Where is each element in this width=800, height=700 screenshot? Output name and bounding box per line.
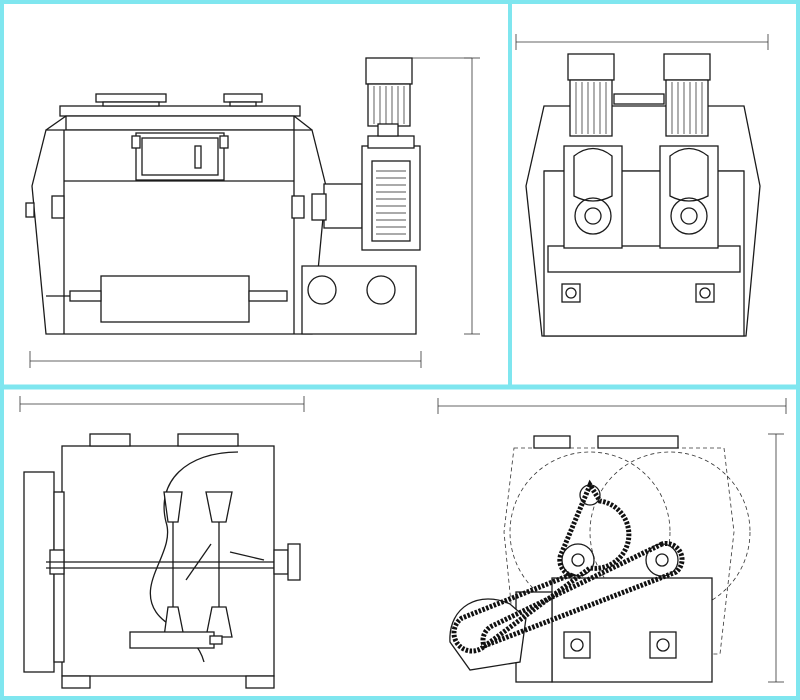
front-view-drawing [25, 57, 480, 368]
side-view-drawing [515, 34, 769, 337]
chain-drive-drawing [437, 398, 787, 683]
front-view [6, 6, 506, 384]
chain-drive-view [430, 392, 796, 694]
cutaway-view [6, 392, 426, 694]
cutaway-view-drawing [19, 396, 305, 689]
side-view [514, 6, 796, 384]
